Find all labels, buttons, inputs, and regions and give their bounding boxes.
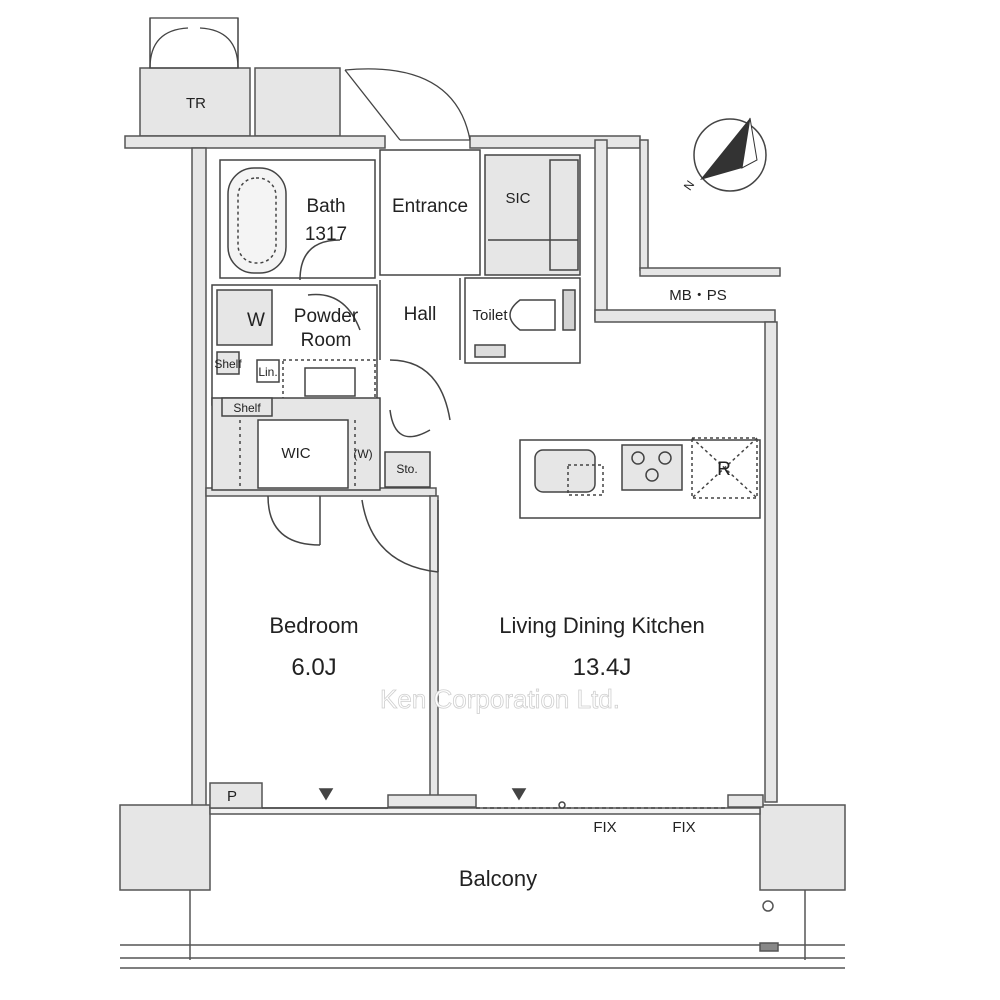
fridge-box	[691, 437, 758, 499]
column-left	[119, 804, 211, 891]
label-storage: Sto.	[396, 462, 417, 476]
column-right	[759, 804, 846, 891]
kitchen-sink	[534, 449, 596, 493]
label-hall: Hall	[404, 304, 437, 325]
label-bedroom-area: 6.0J	[291, 654, 336, 681]
tr-block	[139, 67, 251, 137]
label-bedroom: Bedroom	[269, 613, 358, 638]
label-bath: Bath	[306, 196, 345, 217]
balcony-railing	[120, 890, 845, 969]
toilet-tank	[562, 289, 576, 331]
compass-label: N	[681, 178, 697, 193]
walls	[119, 67, 846, 891]
label-ldk-area: 13.4J	[573, 654, 632, 681]
cooktop	[621, 444, 683, 491]
tr-doors	[149, 17, 239, 69]
compass: N	[681, 117, 767, 193]
label-wic: WIC	[281, 445, 310, 462]
label-ldk: Living Dining Kitchen	[499, 613, 704, 638]
window-marker-right	[511, 788, 527, 801]
label-shelf-small: Shelf	[214, 357, 242, 371]
kitchen	[519, 437, 761, 519]
label-toilet: Toilet	[472, 307, 508, 324]
label-powder-room-1: Powder	[294, 306, 359, 327]
entrance-door	[344, 68, 471, 141]
window-line	[262, 788, 728, 809]
label-balcony: Balcony	[459, 866, 537, 891]
label-bath-size: 1317	[305, 224, 347, 245]
label-tr: TR	[186, 95, 206, 112]
label-washer: W	[247, 310, 265, 331]
window-marker-left	[318, 788, 334, 801]
label-linen: Lin.	[258, 365, 277, 379]
label-sic: SIC	[505, 190, 530, 207]
washer-box	[216, 289, 273, 346]
watermark: Ken Corporation Ltd.	[380, 684, 620, 714]
north-arrow-icon	[700, 118, 750, 180]
label-fridge: R	[717, 459, 731, 480]
interior-lines	[211, 149, 581, 573]
label-fix-left: FIX	[593, 819, 616, 836]
compass-ring	[693, 118, 767, 192]
room-labels: TR Bath 1317 Entrance SIC MB・PS W Powder…	[186, 95, 731, 891]
label-fix-right: FIX	[672, 819, 695, 836]
label-pipe-space: P	[227, 788, 237, 805]
storage-box	[384, 451, 431, 488]
label-powder-room-2: Room	[301, 330, 352, 351]
balcony-drain	[762, 900, 774, 912]
label-wic-w: (W)	[353, 447, 372, 461]
label-shelf: Shelf	[233, 401, 261, 415]
label-mb-ps: MB・PS	[669, 287, 727, 304]
bathtub	[227, 167, 287, 274]
label-entrance: Entrance	[392, 196, 468, 217]
pipe-space-box	[209, 782, 263, 809]
